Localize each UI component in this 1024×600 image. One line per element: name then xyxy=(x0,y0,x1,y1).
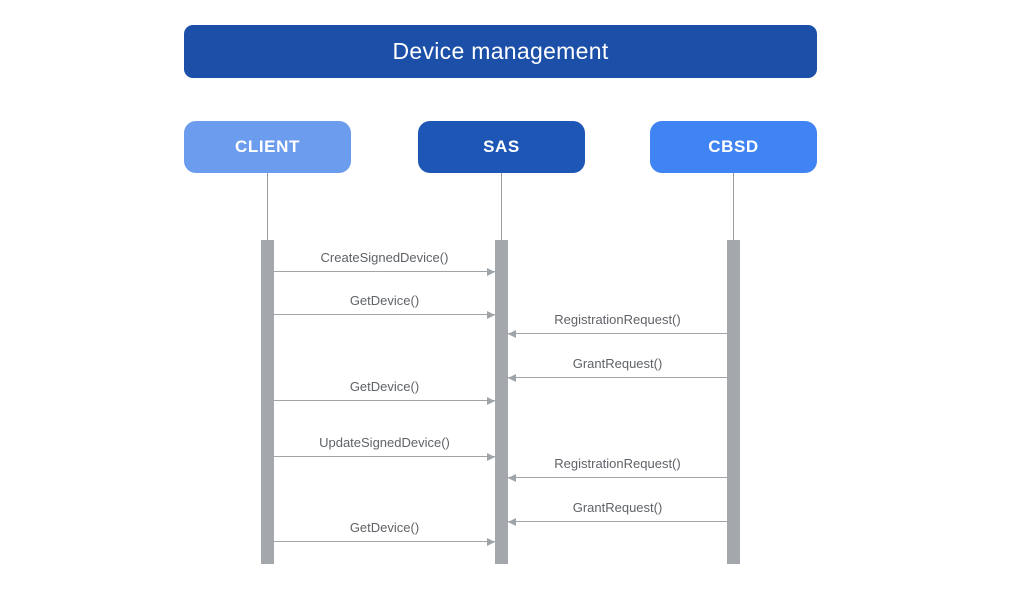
arrowhead-icon xyxy=(487,537,495,546)
message-client-to-sas: UpdateSignedDevice() xyxy=(274,435,495,461)
message-line xyxy=(274,540,495,542)
arrowhead-icon xyxy=(508,329,516,338)
activation-bar-cbsd xyxy=(727,240,740,564)
message-cbsd-to-sas: RegistrationRequest() xyxy=(508,456,727,482)
activation-bar-client xyxy=(261,240,274,564)
actor-label-client: CLIENT xyxy=(235,137,300,156)
message-line xyxy=(274,270,495,272)
message-client-to-sas: GetDevice() xyxy=(274,520,495,546)
arrowhead-icon xyxy=(487,310,495,319)
actor-label-cbsd: CBSD xyxy=(708,137,759,156)
message-client-to-sas: GetDevice() xyxy=(274,293,495,319)
message-client-to-sas: GetDevice() xyxy=(274,379,495,405)
activation-bar-sas xyxy=(495,240,508,564)
message-label: GrantRequest() xyxy=(572,500,663,515)
arrowhead-icon xyxy=(508,373,516,382)
lifeline-cbsd xyxy=(733,173,734,240)
diagram-title-banner: Device management xyxy=(184,25,817,78)
lifeline-client xyxy=(267,173,268,240)
actor-box-sas: SAS xyxy=(418,121,585,173)
arrowhead-icon xyxy=(487,267,495,276)
message-line xyxy=(274,399,495,401)
actor-label-sas: SAS xyxy=(483,137,520,156)
message-label: CreateSignedDevice() xyxy=(320,250,449,265)
arrowhead-icon xyxy=(508,517,516,526)
arrowhead-icon xyxy=(487,396,495,405)
message-line xyxy=(508,520,727,522)
message-line xyxy=(274,313,495,315)
message-line xyxy=(508,476,727,478)
message-label: UpdateSignedDevice() xyxy=(319,435,450,450)
message-label: RegistrationRequest() xyxy=(554,456,681,471)
message-label: GrantRequest() xyxy=(572,356,663,371)
actor-box-cbsd: CBSD xyxy=(650,121,817,173)
message-cbsd-to-sas: GrantRequest() xyxy=(508,356,727,382)
message-line xyxy=(508,376,727,378)
arrowhead-icon xyxy=(487,452,495,461)
lifeline-sas xyxy=(501,173,502,240)
message-label: GetDevice() xyxy=(349,379,420,394)
message-label: GetDevice() xyxy=(349,293,420,308)
actor-box-client: CLIENT xyxy=(184,121,351,173)
message-label: RegistrationRequest() xyxy=(554,312,681,327)
message-cbsd-to-sas: GrantRequest() xyxy=(508,500,727,526)
message-label: GetDevice() xyxy=(349,520,420,535)
message-client-to-sas: CreateSignedDevice() xyxy=(274,250,495,276)
message-line xyxy=(274,455,495,457)
message-cbsd-to-sas: RegistrationRequest() xyxy=(508,312,727,338)
message-line xyxy=(508,332,727,334)
arrowhead-icon xyxy=(508,473,516,482)
